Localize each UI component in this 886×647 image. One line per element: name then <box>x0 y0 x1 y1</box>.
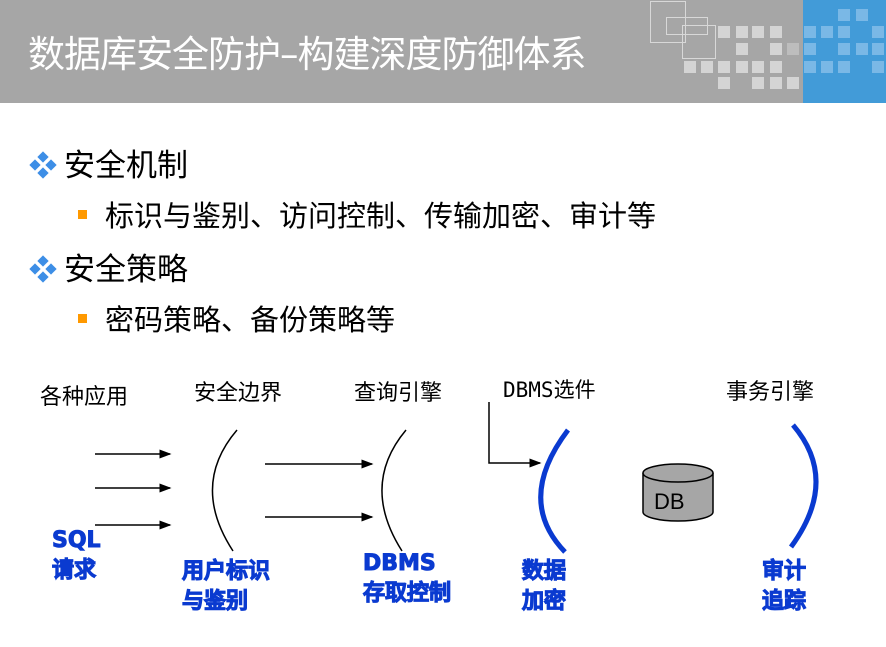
decor-square <box>804 43 816 55</box>
label-line: SQL <box>52 528 102 554</box>
bullet-label: 安全策略 <box>64 252 188 288</box>
decor-square <box>838 43 850 55</box>
label-security-boundary: 安全边界 <box>194 381 283 406</box>
bullet-security-mechanism: 安全机制 <box>29 140 188 185</box>
slide-header: 数据库安全防护–构建深度防御体系 <box>0 0 886 103</box>
label-audit-trace: 审计 追踪 <box>761 557 807 617</box>
label-line: 存取控制 <box>362 581 452 607</box>
decor-square <box>804 61 816 73</box>
decor-square <box>838 9 850 21</box>
decor-square <box>821 61 833 73</box>
label-line: 加密 <box>521 589 567 615</box>
decor-square <box>821 26 833 38</box>
decor-square <box>787 43 799 55</box>
dbms-option-connector <box>488 402 542 468</box>
sub-bullet-label: 标识与鉴别、访问控制、传输加密、审计等 <box>105 199 657 233</box>
decor-square <box>770 77 782 89</box>
decor-square <box>718 77 730 89</box>
decor-square <box>872 61 884 73</box>
decor-square <box>718 26 730 38</box>
label-line: 与鉴别 <box>181 589 249 615</box>
decor-frame <box>666 17 708 35</box>
label-dbms-access-control: DBMS 存取控制 <box>362 549 452 609</box>
decor-square <box>684 61 696 73</box>
label-user-auth: 用户标识 与鉴别 <box>181 557 271 617</box>
label-line: 数据 <box>521 559 567 585</box>
label-dbms-option: DBMS选件 <box>503 378 596 402</box>
label-line: 用户标识 <box>181 559 271 585</box>
decor-square <box>736 61 748 73</box>
label-transaction-engine: 事务引擎 <box>726 380 815 405</box>
decor-square <box>770 43 782 55</box>
decor-frame <box>650 1 686 43</box>
security-boundary-arc <box>211 429 238 552</box>
decor-square <box>770 26 782 38</box>
label-line: 审计 <box>761 559 807 585</box>
sub-bullet-policies: 密码策略、备份策略等 <box>78 297 395 339</box>
decor-square <box>804 26 816 38</box>
database-icon <box>642 463 714 522</box>
decor-square <box>872 43 884 55</box>
label-line: DBMS <box>362 551 436 577</box>
decor-square <box>736 26 748 38</box>
label-sql-request: SQL 请求 <box>52 526 102 586</box>
decor-square <box>856 9 868 21</box>
decor-square <box>718 61 730 73</box>
square-bullet-icon <box>78 209 87 219</box>
decor-square <box>770 61 782 73</box>
decor-square <box>787 77 799 89</box>
decor-square <box>872 26 884 38</box>
sub-bullet-mechanisms: 标识与鉴别、访问控制、传输加密、审计等 <box>78 193 656 235</box>
decor-square <box>752 26 764 38</box>
db-label: DB <box>654 489 685 514</box>
audit-arc <box>788 423 819 549</box>
sub-bullet-label: 密码策略、备份策略等 <box>105 303 396 337</box>
decor-frame <box>682 25 716 59</box>
bullet-security-policy: 安全策略 <box>29 244 188 289</box>
decor-square <box>736 43 748 55</box>
decor-square <box>838 61 850 73</box>
label-line: 追踪 <box>761 589 807 615</box>
label-apps: 各种应用 <box>40 385 129 410</box>
slide-title: 数据库安全防护–构建深度防御体系 <box>28 33 586 76</box>
decor-square <box>752 77 764 89</box>
query-engine-arc <box>381 429 407 552</box>
decor-square <box>856 43 868 55</box>
decor-square <box>752 61 764 73</box>
label-line: 请求 <box>52 558 97 584</box>
square-bullet-icon <box>78 313 87 323</box>
label-query-engine: 查询引擎 <box>354 381 443 406</box>
decor-square <box>838 26 850 38</box>
encryption-arc <box>538 428 570 554</box>
decor-square <box>701 61 713 73</box>
label-data-encryption: 数据 加密 <box>521 557 567 617</box>
bullet-label: 安全机制 <box>64 148 188 184</box>
